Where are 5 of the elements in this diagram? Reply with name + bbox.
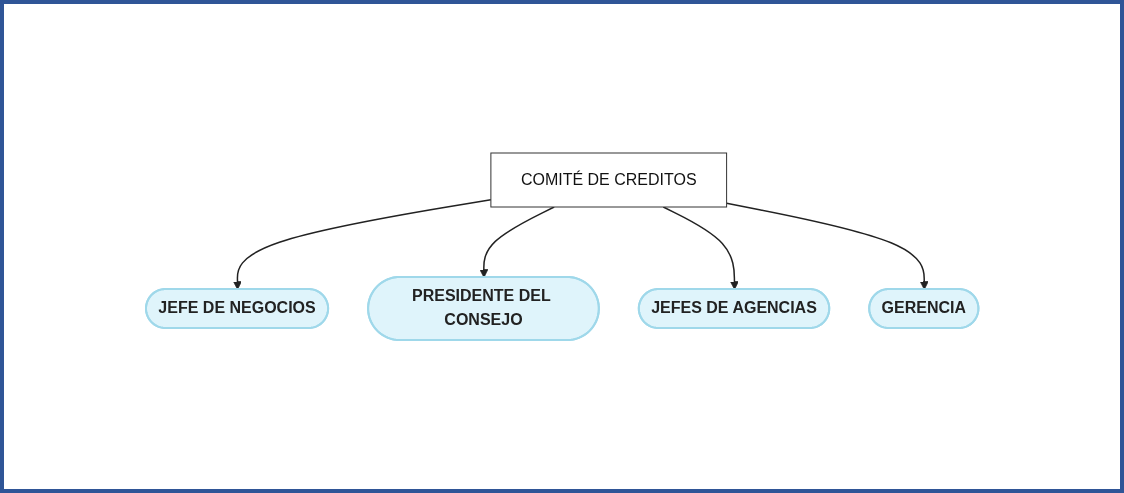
arrow [232, 198, 492, 290]
arrow [725, 202, 929, 290]
node-box: COMITÉ DE CREDITOS [490, 152, 727, 208]
arrow [479, 206, 555, 278]
arrow [662, 206, 739, 290]
